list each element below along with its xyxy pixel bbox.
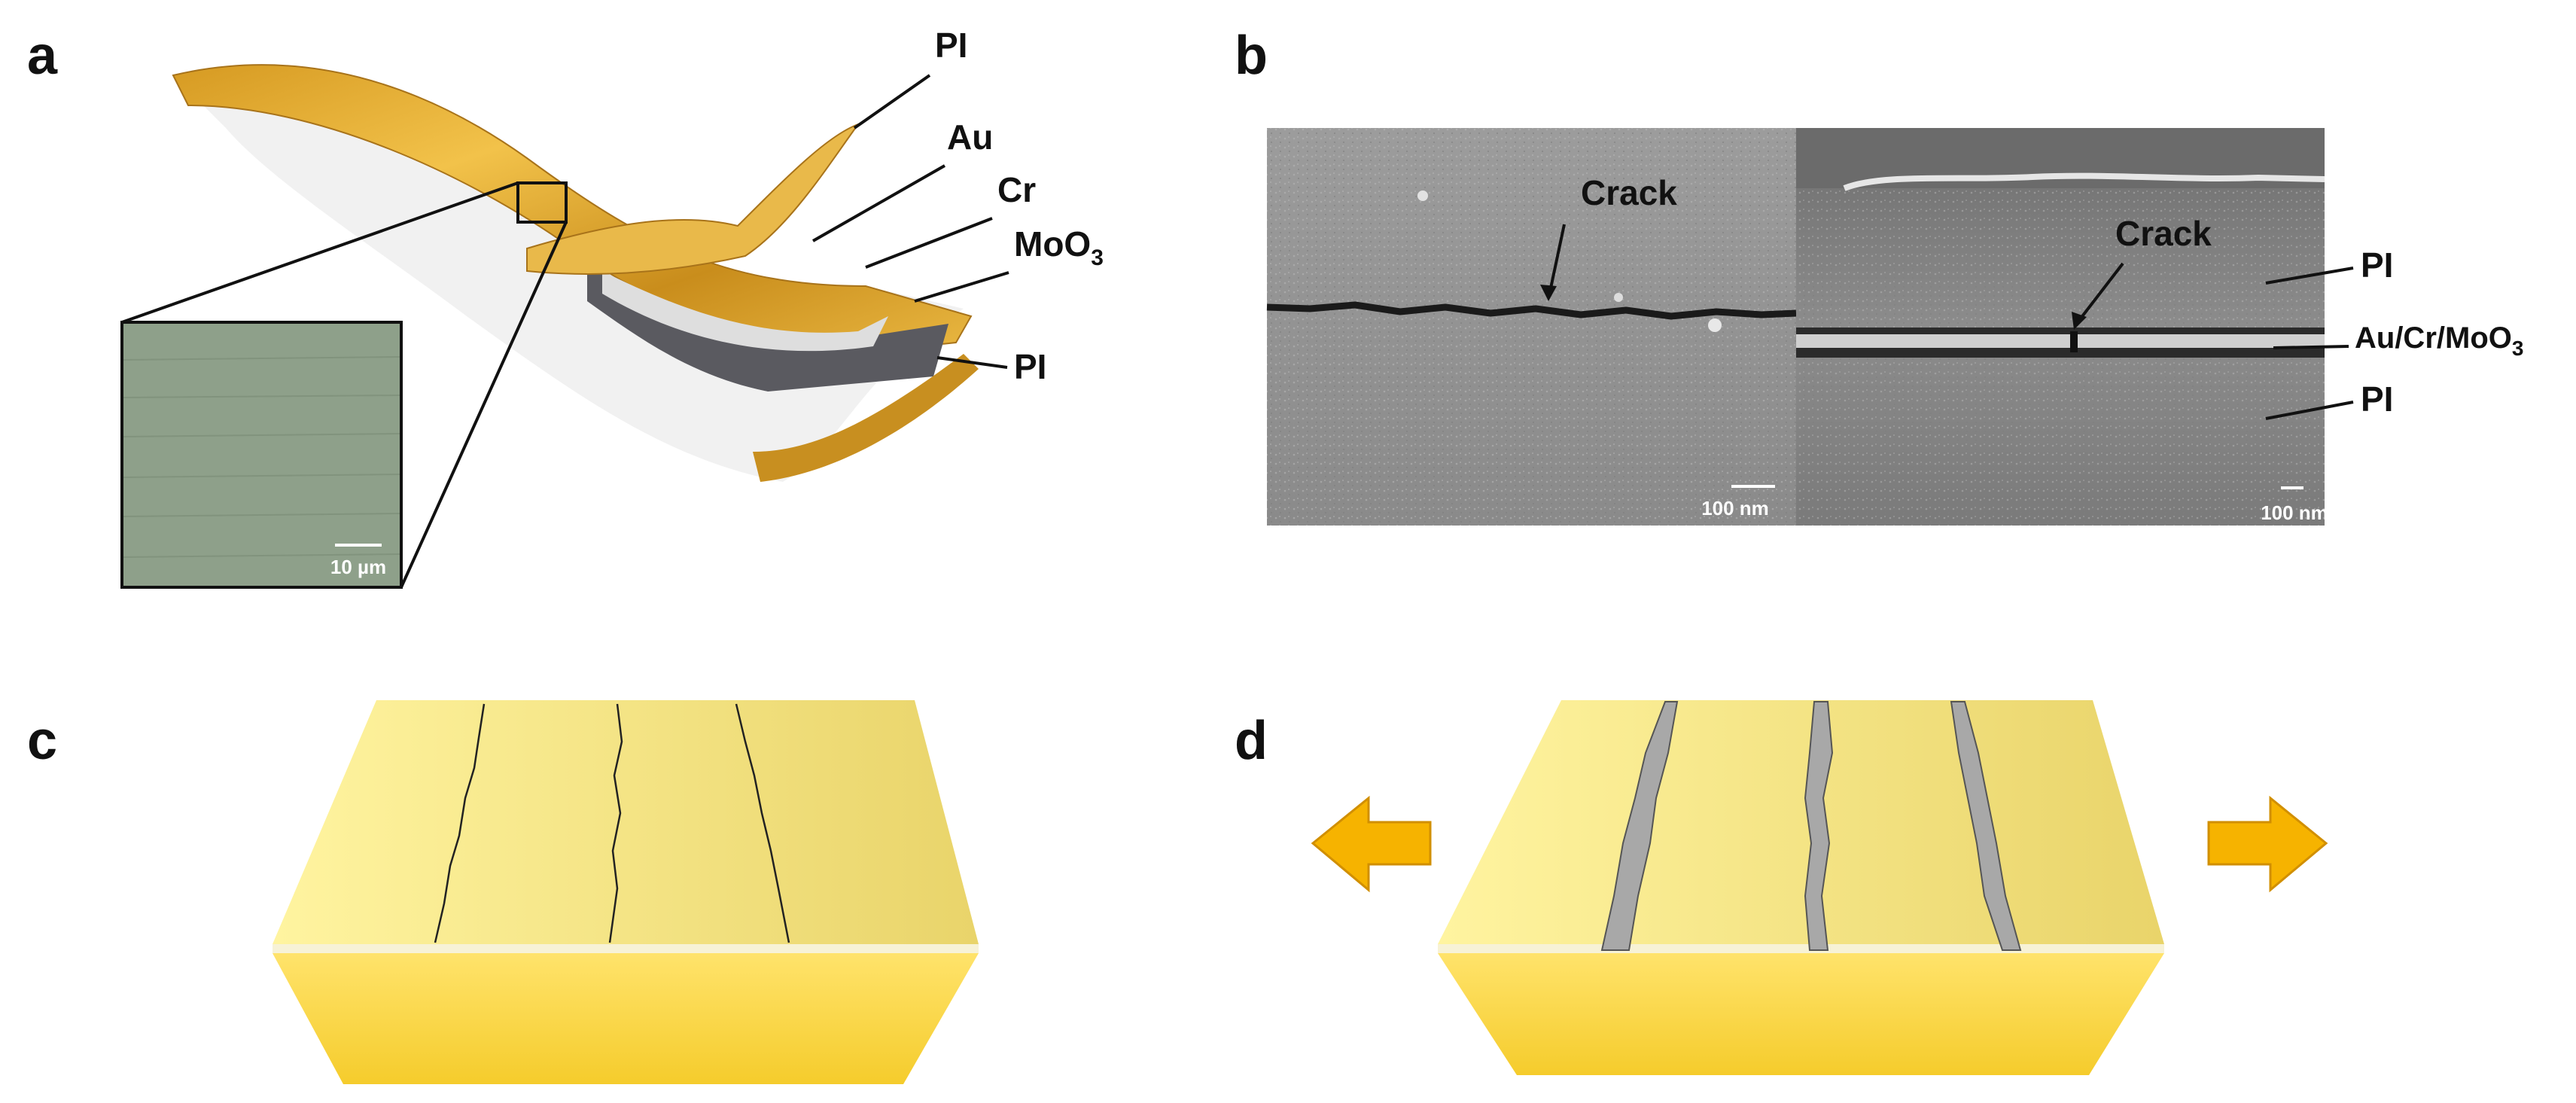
sem-image-surface <box>1266 128 1797 526</box>
crack-model-unstretched <box>273 700 979 1084</box>
sem-leader-au-cr-moo3 <box>2273 345 2349 349</box>
sem-leader-pi-top <box>2265 267 2354 285</box>
leader-au <box>812 164 945 242</box>
sem-label-pi-top: PI <box>2361 245 2393 285</box>
layer-label-moo3: MoO3 <box>1014 224 1104 270</box>
leader-cr <box>865 217 993 269</box>
layer-label-cr: Cr <box>997 170 1036 209</box>
arrow-right-icon <box>2207 795 2328 893</box>
sem-label-au-cr-moo3: Au/Cr/MoO3 <box>2355 321 2523 360</box>
layer-label-pi-top: PI <box>935 26 967 65</box>
sem-right-scale: 100 nm <box>2261 501 2328 524</box>
leader-pi-bottom <box>936 356 1008 369</box>
sem-label-pi-bottom: PI <box>2361 379 2393 419</box>
arrow-left-icon <box>1311 795 1432 893</box>
sem-right-crack-arrow <box>2076 262 2124 324</box>
micrograph-inset <box>120 321 403 589</box>
layer-label-au: Au <box>947 117 993 157</box>
sem-left-scale: 100 nm <box>1701 497 1769 520</box>
sem-leader-pi-bottom <box>2265 401 2354 420</box>
inset-scale-label: 10 µm <box>330 556 386 578</box>
zoom-line-right <box>400 221 568 588</box>
crack-model-stretched <box>1438 700 2164 1075</box>
zoom-box <box>516 181 568 224</box>
sem-left-crack-arrow <box>1548 224 1566 296</box>
sem-image-cross-section <box>1796 128 2325 526</box>
panel-letter-b: b <box>1235 26 1268 86</box>
panel-letter-a: a <box>27 26 58 86</box>
leader-pi-top <box>853 74 931 129</box>
zoom-line-left <box>121 181 519 324</box>
sem-right-crack-label: Crack <box>2115 214 2212 253</box>
sem-left-crack-label: Crack <box>1581 173 1677 212</box>
flexible-film-illustration <box>172 64 979 483</box>
leader-moo3 <box>914 271 1009 303</box>
layer-label-pi-bottom: PI <box>1014 347 1046 386</box>
panel-letter-d: d <box>1235 711 1268 771</box>
panel-letter-c: c <box>27 711 57 771</box>
